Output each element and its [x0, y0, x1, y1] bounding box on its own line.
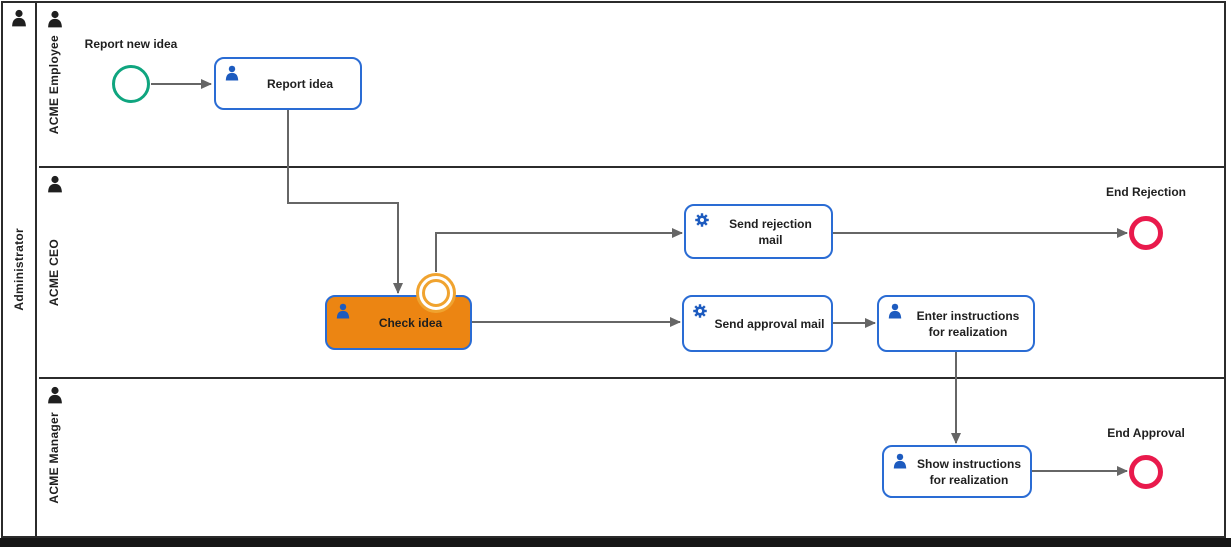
service-task-gear-icon — [691, 302, 709, 320]
lane-acme-employee[interactable]: ACME Employee — [39, 3, 1224, 168]
lane-person-icon — [45, 174, 65, 194]
start-event[interactable] — [112, 65, 150, 103]
user-task-icon — [886, 302, 904, 320]
task-report-idea[interactable]: Report idea — [214, 57, 362, 110]
lane-person-icon — [45, 385, 65, 405]
start-event-label: Report new idea — [84, 37, 178, 51]
task-label: Report idea — [266, 76, 333, 91]
task-label: Send rejection mail — [729, 216, 812, 247]
end-rejection-label: End Rejection — [1105, 185, 1186, 199]
lane-label: ACME Employee — [47, 34, 61, 135]
task-send-rejection-mail[interactable]: Send rejection mail — [684, 204, 833, 259]
end-rejection-event[interactable] — [1129, 216, 1163, 250]
boundary-event[interactable] — [416, 273, 456, 313]
task-label: Check idea — [378, 315, 443, 330]
user-task-icon — [223, 64, 241, 82]
lane-person-icon — [45, 9, 65, 29]
pool-label: Administrator — [12, 228, 26, 311]
task-show-instructions[interactable]: Show instructions for realization — [882, 445, 1032, 498]
pool-administrator[interactable]: Administrator ACME Employee ACME CEO — [1, 1, 1226, 538]
bottom-edge-bar — [0, 538, 1231, 547]
service-task-gear-icon — [693, 211, 711, 229]
lane-acme-manager[interactable]: ACME Manager — [39, 379, 1224, 536]
boundary-event-inner-ring — [422, 279, 450, 307]
task-label: Enter instructions for realization — [916, 308, 1020, 339]
task-send-approval-mail[interactable]: Send approval mail — [682, 295, 833, 352]
user-task-icon — [891, 452, 909, 470]
participant-icon — [9, 8, 29, 28]
end-approval-event[interactable] — [1129, 455, 1163, 489]
task-label: Send approval mail — [714, 316, 825, 331]
end-approval-label: End Approval — [1107, 426, 1185, 440]
lane-label: ACME Manager — [47, 411, 61, 504]
task-enter-instructions[interactable]: Enter instructions for realization — [877, 295, 1035, 352]
task-label: Show instructions for realization — [916, 456, 1021, 487]
user-task-icon — [334, 302, 352, 320]
lane-acme-ceo[interactable]: ACME CEO — [39, 168, 1224, 379]
lane-label: ACME CEO — [47, 238, 61, 307]
pool-header[interactable]: Administrator — [3, 3, 37, 536]
